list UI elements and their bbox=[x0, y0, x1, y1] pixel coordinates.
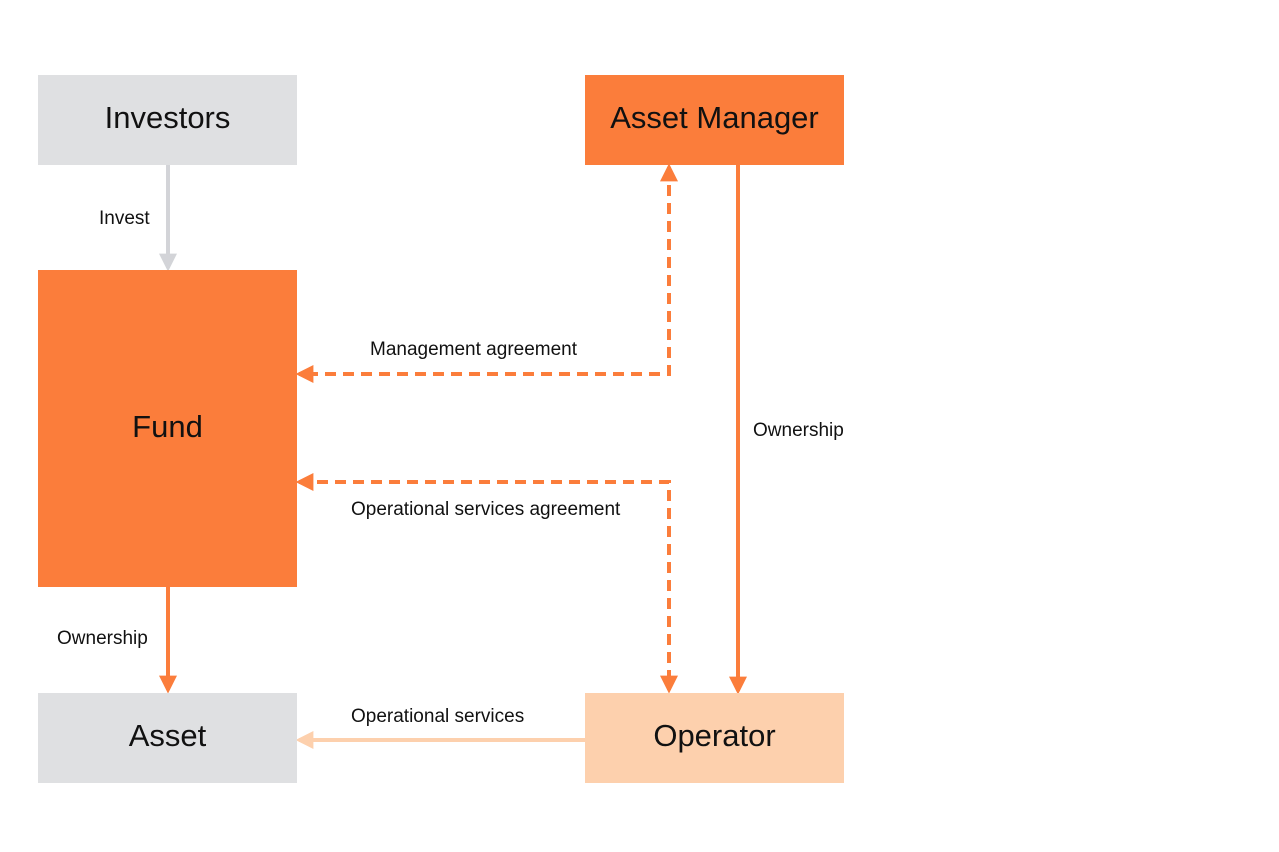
operational-services-agreement-arrow bbox=[295, 473, 678, 694]
asset-manager-label: Asset Manager bbox=[610, 100, 819, 135]
invest-label: Invest bbox=[99, 208, 150, 229]
fund-label: Fund bbox=[132, 409, 203, 444]
investors-node: Investors bbox=[38, 75, 297, 165]
operational-services-agreement-label: Operational services agreement bbox=[351, 499, 621, 520]
operator-label: Operator bbox=[653, 718, 775, 753]
ownership-fund-label: Ownership bbox=[57, 628, 148, 649]
operational-services-label: Operational services bbox=[351, 706, 524, 727]
operator-node: Operator bbox=[585, 693, 844, 783]
management-agreement-label: Management agreement bbox=[370, 339, 578, 360]
fund-node: Fund bbox=[38, 270, 297, 587]
investors-label: Investors bbox=[105, 100, 231, 135]
ownership-manager-label: Ownership bbox=[753, 420, 844, 441]
asset-node: Asset bbox=[38, 693, 297, 783]
asset-manager-node: Asset Manager bbox=[585, 75, 844, 165]
asset-label: Asset bbox=[129, 718, 207, 753]
management-agreement-arrow bbox=[295, 163, 678, 383]
